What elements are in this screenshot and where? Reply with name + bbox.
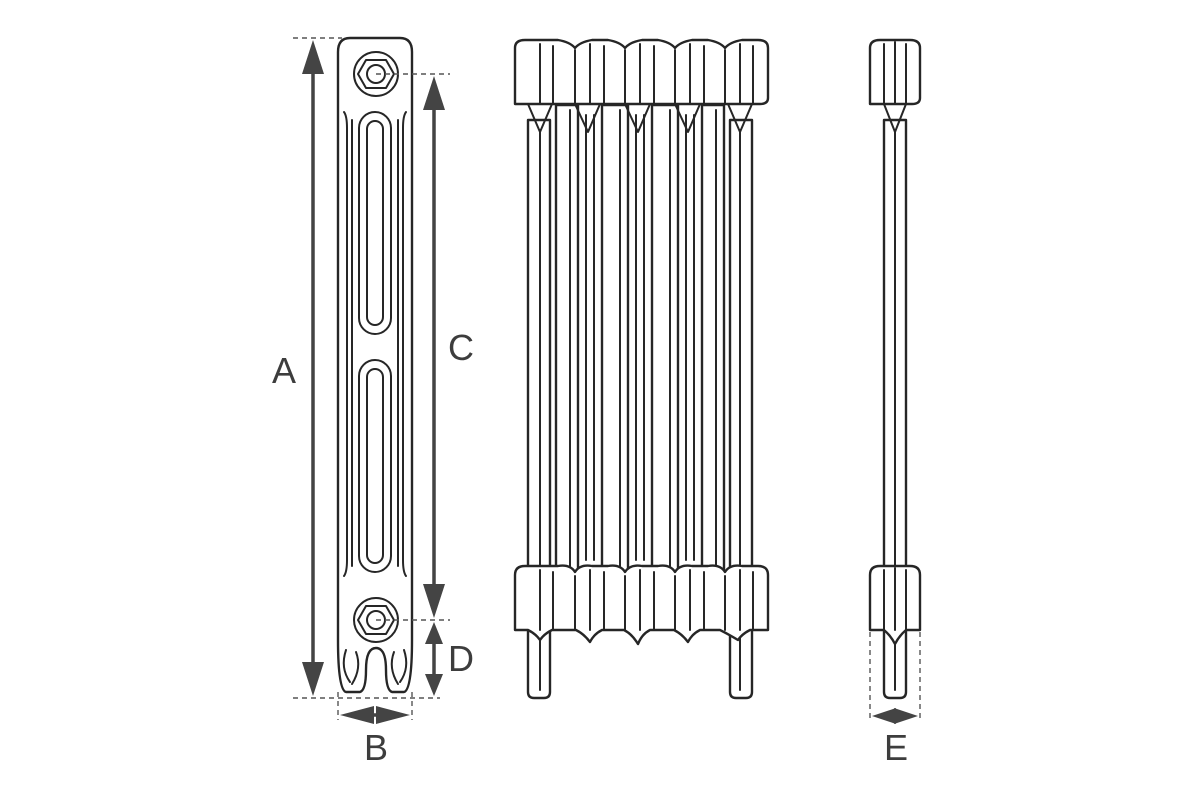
- dimension-e: E: [872, 708, 918, 768]
- dimension-a-label: A: [272, 350, 296, 391]
- dimension-d: D: [425, 622, 474, 696]
- dimension-c: C: [423, 76, 474, 618]
- dimension-d-label: D: [448, 638, 474, 679]
- front-view-section: [336, 36, 414, 694]
- side-view-bottom-header: [513, 564, 770, 646]
- dimension-a: A: [272, 40, 324, 696]
- edge-view-extension-lines: [869, 632, 921, 720]
- edge-view-section: [868, 38, 922, 700]
- side-view-top-header: [513, 38, 770, 133]
- dimension-e-label: E: [884, 727, 908, 768]
- dimension-b-label: B: [364, 727, 388, 768]
- side-view-assembly: [513, 38, 770, 700]
- dimension-b: B: [340, 706, 410, 768]
- side-view-inner-tubes: [554, 103, 726, 577]
- left-view-extension-lines: [293, 37, 450, 720]
- dimension-c-label: C: [448, 327, 474, 368]
